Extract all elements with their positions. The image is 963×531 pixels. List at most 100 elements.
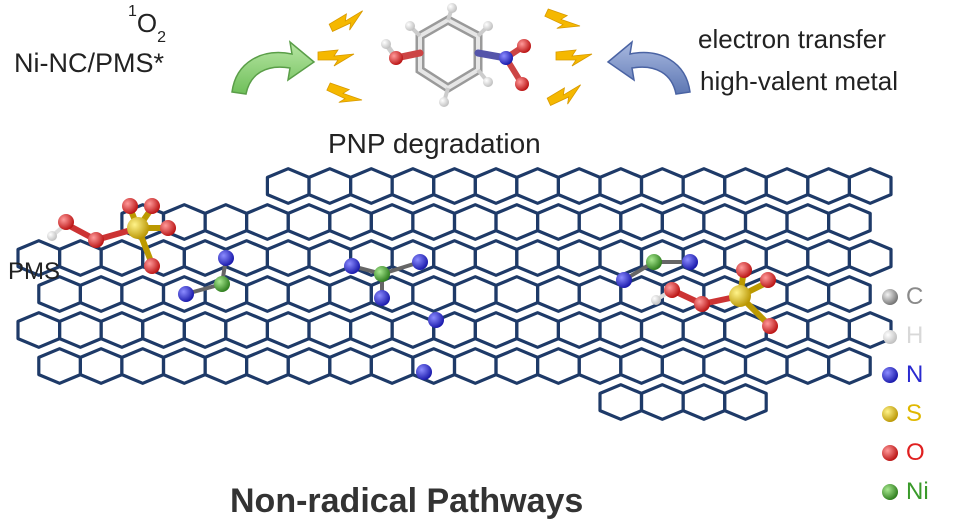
graphene-lattice (16, 167, 893, 421)
lightning-bolt-icon (544, 8, 581, 29)
lattice-hexagon (556, 239, 602, 277)
lattice-hexagon (473, 239, 519, 277)
lattice-hexagon (307, 311, 353, 349)
lightning-bolts (317, 8, 593, 106)
legend-n-label: N (906, 361, 924, 388)
lattice-hexagon (743, 203, 789, 241)
lattice-hexagon (203, 347, 249, 385)
lattice-hexagon (515, 167, 561, 205)
lattice-hexagon (743, 347, 789, 385)
lattice-hexagon (16, 311, 62, 349)
lattice-hexagon (535, 203, 581, 241)
lattice-hexagon (286, 275, 332, 313)
lattice-hexagon (847, 167, 893, 205)
lattice-hexagon (723, 383, 768, 421)
lattice-hexagon (99, 239, 145, 277)
lattice-hexagon (286, 203, 332, 241)
lightning-bolt-icon (328, 10, 363, 32)
lattice-hexagon (328, 203, 373, 241)
lattice-hexagon (806, 239, 852, 277)
lattice-hexagon (702, 347, 748, 385)
lattice-hexagon (639, 311, 685, 349)
lattice-hexagon (826, 203, 872, 241)
legend (882, 289, 898, 500)
lattice-hexagon (37, 347, 83, 385)
pms-label: PMS (8, 258, 61, 285)
lattice-hexagon (182, 311, 228, 349)
lattice-hexagon (556, 311, 602, 349)
lattice-hexagon (660, 203, 706, 241)
lattice-hexagon (78, 275, 124, 313)
lattice-hexagon (99, 311, 145, 349)
lattice-hexagon (452, 347, 498, 385)
lattice-hexagon (473, 311, 519, 349)
lattice-hexagon (556, 167, 602, 205)
lattice-hexagon (265, 167, 311, 205)
lattice-hexagon (245, 203, 290, 241)
diagram-title: Non-radical Pathways (230, 482, 584, 520)
lightning-bolt-icon (326, 82, 363, 103)
green-arrow-icon (231, 40, 316, 95)
lattice-hexagon (806, 167, 852, 205)
lattice-hexagon (785, 203, 831, 241)
legend-ni-label: Ni (906, 478, 929, 505)
singlet-oxygen-label: 1O2 (128, 3, 167, 47)
lattice-hexagon (515, 239, 561, 277)
lattice-hexagon (619, 203, 664, 241)
lattice-hexagon (515, 311, 561, 349)
lattice-hexagon (78, 347, 124, 385)
lattice-hexagon (826, 275, 872, 313)
high-valent-metal-label: high-valent metal (700, 66, 898, 96)
lattice-hexagon (639, 383, 685, 421)
legend-h-label: H (906, 322, 924, 349)
lattice-hexagon (452, 203, 498, 241)
lattice-hexagon (535, 275, 581, 313)
lattice-hexagon (307, 239, 353, 277)
lattice-hexagon (369, 203, 415, 241)
lattice-hexagon (369, 347, 415, 385)
lattice-hexagon (577, 347, 623, 385)
lattice-hexagon (598, 311, 644, 349)
lattice-hexagon (598, 383, 644, 421)
lattice-hexagon (598, 167, 644, 205)
lattice-hexagon (535, 347, 581, 385)
lattice-hexagon (785, 347, 831, 385)
lattice-hexagon (473, 167, 519, 205)
lattice-hexagon (286, 347, 332, 385)
lattice-hexagon (141, 311, 186, 349)
lattice-hexagon (432, 167, 477, 205)
lattice-hexagon (681, 383, 727, 421)
lattice-hexagon (681, 311, 727, 349)
ni-n-site-right (616, 254, 778, 334)
lattice-hexagon (764, 167, 810, 205)
lattice-hexagon (494, 203, 540, 241)
lattice-hexagon (577, 275, 623, 313)
legend-c-atom-icon (882, 289, 898, 305)
lattice-hexagon (120, 347, 166, 385)
lightning-bolt-icon (546, 84, 581, 106)
legend-ni-atom-icon (882, 484, 898, 500)
pnp-degradation-label: PNP degradation (328, 128, 541, 159)
lattice-hexagon (328, 347, 373, 385)
legend-s-label: S (906, 400, 923, 427)
lattice-hexagon (494, 275, 540, 313)
lattice-hexagon (224, 311, 269, 349)
legend-n-atom-icon (882, 367, 898, 383)
lattice-hexagon (806, 311, 852, 349)
legend-o-atom-icon (882, 445, 898, 461)
electron-transfer-label: electron transfer (698, 24, 886, 54)
catalyst-label: Ni-NC/PMS* (14, 48, 165, 78)
lattice-hexagon (265, 239, 311, 277)
legend-c-label: C (906, 283, 924, 310)
lattice-hexagon (57, 311, 103, 349)
lattice-hexagon (847, 311, 893, 349)
lattice-hexagon (847, 239, 893, 277)
lattice-hexagon (432, 239, 477, 277)
lattice-hexagon (161, 347, 207, 385)
lattice-hexagon (349, 311, 394, 349)
lattice-hexagon (681, 167, 727, 205)
lattice-hexagon (660, 347, 706, 385)
lightning-bolt-icon (555, 49, 593, 67)
lattice-hexagon (307, 167, 353, 205)
